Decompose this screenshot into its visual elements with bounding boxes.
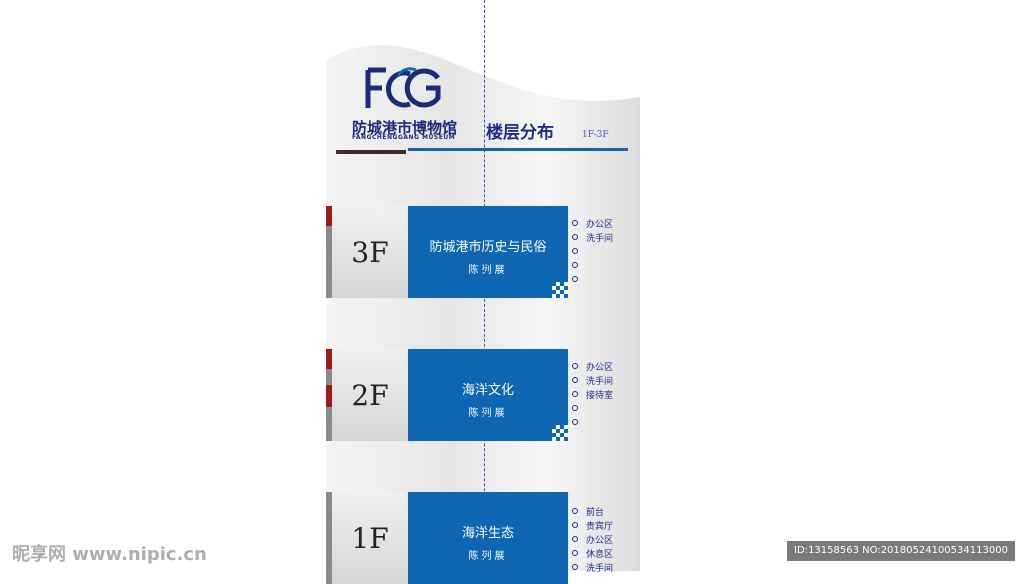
bullet-icon	[572, 220, 578, 226]
exhibit-sub: 陈列展	[468, 551, 508, 562]
bullet-icon	[572, 262, 578, 268]
guide-line	[484, 0, 485, 571]
list-item	[572, 415, 638, 429]
bullet-icon	[572, 248, 578, 254]
bullet-icon	[572, 276, 578, 282]
list-item: 休息区	[572, 546, 638, 560]
bullet-icon	[572, 419, 578, 425]
list-item: 办公区	[572, 216, 638, 230]
exhibit-box: 防城港市历史与民俗 陈列展	[408, 206, 568, 298]
checker-decoration	[552, 282, 568, 298]
bullet-icon	[572, 550, 578, 556]
list-item: 洗手间	[572, 230, 638, 244]
floor-label: 2F	[332, 349, 408, 441]
floor-range: 1F-3F	[582, 130, 609, 140]
bullet-icon	[572, 405, 578, 411]
exhibit-name: 海洋生态	[461, 526, 514, 541]
exhibit-box: 海洋文化 陈列展	[408, 349, 568, 441]
floor-1f-row: 1F 海洋生态 陈列展 前台 贵宾厅 办公区 休息区 洗手间	[326, 492, 640, 584]
list-item: 洗手间	[572, 560, 638, 574]
logo-english-name: FANGCHENGGANG MUSEUM	[352, 134, 456, 141]
floor-sidebar	[326, 206, 332, 298]
page-title: 楼层分布	[486, 123, 554, 143]
watermark-right: ID:13158563 NO:20180524100534113000	[787, 541, 1015, 561]
list-item: 前台	[572, 504, 638, 518]
bullet-icon	[572, 508, 578, 514]
list-item: 接待室	[572, 387, 638, 401]
list-item	[572, 272, 638, 286]
floor-label: 1F	[332, 492, 408, 584]
bullet-icon	[572, 234, 578, 240]
bullet-icon	[572, 377, 578, 383]
floor-sidebar	[326, 492, 332, 584]
list-item	[572, 244, 638, 258]
list-item: 办公区	[572, 359, 638, 373]
logo-chinese-name: 防城港市博物馆	[352, 119, 458, 137]
floor-2f-row: 2F 海洋文化 陈列展 办公区 洗手间 接待室	[326, 349, 640, 441]
exhibit-sub: 陈列展	[468, 408, 508, 419]
list-item	[572, 401, 638, 415]
exhibit-name: 防城港市历史与民俗	[429, 240, 547, 255]
exhibit-box: 海洋生态 陈列展	[408, 492, 568, 584]
floor-3f-row: 3F 防城港市历史与民俗 陈列展 办公区 洗手间	[326, 206, 640, 298]
bullet-icon	[572, 522, 578, 528]
divider-dark	[336, 150, 406, 154]
room-list: 办公区 洗手间	[572, 216, 638, 286]
bullet-icon	[572, 363, 578, 369]
room-list: 前台 贵宾厅 办公区 休息区 洗手间	[572, 504, 638, 574]
bullet-icon	[572, 564, 578, 570]
list-item	[572, 258, 638, 272]
divider-blue	[408, 148, 628, 151]
list-item: 贵宾厅	[572, 518, 638, 532]
exhibit-name: 海洋文化	[461, 383, 514, 398]
list-item: 办公区	[572, 532, 638, 546]
watermark-left: 昵享网 www.nipic.cn	[12, 544, 207, 565]
checker-decoration	[552, 425, 568, 441]
sign-panel	[326, 42, 640, 571]
museum-logo-icon	[365, 67, 441, 108]
bullet-icon	[572, 536, 578, 542]
wavy-top	[326, 42, 640, 101]
room-list: 办公区 洗手间 接待室	[572, 359, 638, 429]
floor-sidebar	[326, 349, 332, 441]
list-item: 洗手间	[572, 373, 638, 387]
floor-label: 3F	[332, 206, 408, 298]
exhibit-sub: 陈列展	[468, 265, 508, 276]
bullet-icon	[572, 391, 578, 397]
